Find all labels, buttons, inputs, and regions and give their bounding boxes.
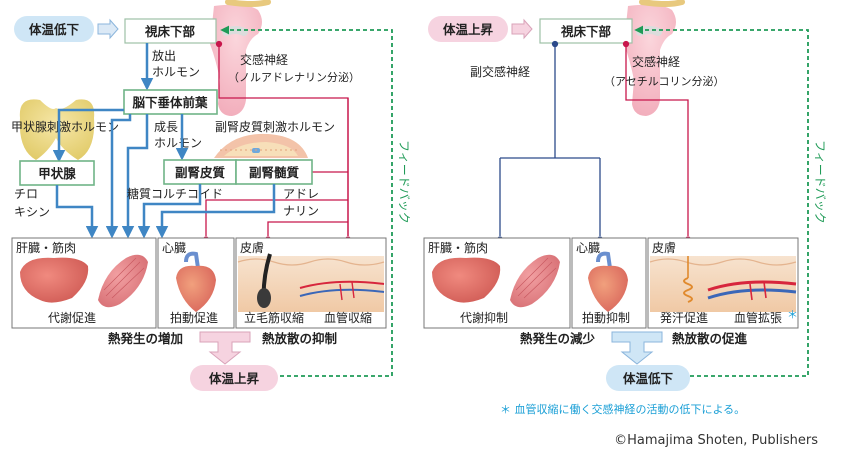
left-adrenaline-label-1: アドレ bbox=[283, 187, 319, 201]
left-tsh-label: 甲状腺刺激ホルモン bbox=[11, 120, 119, 134]
right-result-pill bbox=[606, 365, 690, 391]
left-result-label: 体温上昇 bbox=[209, 371, 260, 386]
left-adrenal-illustration bbox=[214, 133, 308, 158]
left-adrenal-cortex-label: 副腎皮質 bbox=[175, 165, 226, 180]
right-hypothalamus-label: 視床下部 bbox=[560, 24, 612, 39]
left-skin-title: 皮膚 bbox=[240, 240, 264, 255]
right-parasympathetic-label: 副交感神経 bbox=[470, 64, 530, 79]
left-piloerector-label: 立毛筋収縮 bbox=[244, 310, 304, 325]
right-metabolism-label: 代謝抑制 bbox=[460, 310, 508, 325]
left-glucocorticoid-arrow bbox=[137, 184, 202, 239]
left-tsh-arrow bbox=[52, 108, 124, 163]
right-vasodilation-asterisk: ＊ bbox=[787, 308, 798, 321]
right-liver-icon bbox=[432, 257, 501, 303]
right-muscle-fibers bbox=[515, 257, 557, 299]
left-trigger-arrow bbox=[97, 18, 119, 40]
left-feedback-label: フィードバック bbox=[397, 140, 411, 224]
left-liver-icon bbox=[20, 257, 89, 303]
left-result-pill bbox=[190, 365, 278, 391]
left-glucocorticoid-label: 糖質コルチコイド bbox=[127, 186, 223, 201]
right-sympathetic-label-1: 交感神経 bbox=[632, 54, 680, 69]
right-sweating-label: 発汗促進 bbox=[660, 311, 708, 325]
left-adrenaline-arrow bbox=[155, 184, 276, 239]
left-release-hormone-label-1: 放出 bbox=[152, 48, 176, 63]
left-thyroxine-label-2: キシン bbox=[14, 205, 50, 219]
right-sympathetic-label-2: （アセチルコリン分泌） bbox=[604, 75, 725, 88]
left-skin-illustration bbox=[237, 253, 385, 312]
right-trigger-pill bbox=[428, 16, 508, 42]
left-pituitary-box bbox=[123, 89, 218, 115]
left-thyroid-box bbox=[19, 160, 95, 186]
right-hypothalamus-box bbox=[539, 18, 633, 44]
left-hypothalamus-label: 視床下部 bbox=[144, 24, 196, 39]
right-feedback-label: フィードバック bbox=[813, 140, 827, 224]
left-acth-label: 副腎皮質刺激ホルモン bbox=[215, 119, 335, 134]
left-gh-label-2: ホルモン bbox=[154, 136, 202, 150]
left-metabolism-label: 代謝促進 bbox=[48, 310, 96, 325]
left-heartbeat-label: 拍動促進 bbox=[170, 310, 218, 325]
left-adrenal-cortex-box bbox=[163, 159, 237, 185]
right-feedback-line bbox=[634, 25, 809, 377]
left-trigger-label: 体温低下 bbox=[29, 22, 80, 37]
left-vasoconstriction-label: 血管収縮 bbox=[324, 310, 372, 325]
left-pituitary-label: 脳下垂体前葉 bbox=[132, 95, 208, 110]
left-heart-icon bbox=[176, 251, 216, 312]
left-gh-arrow bbox=[121, 114, 149, 239]
right-heartbeat-label: 拍動抑制 bbox=[582, 310, 630, 325]
right-skin-title: 皮膚 bbox=[652, 240, 676, 255]
right-heat-dissipation-label: 熱放散の促進 bbox=[672, 331, 748, 346]
right-merge-arrow bbox=[611, 331, 663, 365]
right-heat-production-label: 熱発生の減少 bbox=[520, 331, 596, 346]
left-muscle-icon bbox=[98, 254, 148, 308]
footnote: ＊ 血管収縮に働く交感神経の活動の低下による。 bbox=[500, 402, 745, 416]
right-trigger-arrow bbox=[511, 18, 533, 40]
left-thyroid-illustration bbox=[19, 99, 95, 160]
right-parasympathetic-nerve bbox=[495, 40, 605, 242]
left-thyroid-label: 甲状腺 bbox=[38, 166, 76, 181]
right-heart-icon bbox=[588, 251, 628, 312]
left-adrenaline-label-2: ナリン bbox=[283, 204, 319, 218]
right-result-label: 体温低下 bbox=[623, 371, 674, 386]
left-heat-dissipation-label: 熱放散の抑制 bbox=[262, 331, 337, 346]
left-adrenal-medulla-label: 副腎髄質 bbox=[249, 165, 300, 180]
left-merge-arrow bbox=[199, 331, 251, 365]
left-gh-label-1: 成長 bbox=[154, 120, 178, 134]
left-muscle-fibers bbox=[103, 257, 145, 299]
left-trigger-pill bbox=[14, 16, 94, 42]
left-heat-production-label: 熱発生の増加 bbox=[108, 331, 183, 346]
left-sympathetic-label-1: 交感神経 bbox=[240, 52, 288, 67]
left-gh-arrow-2 bbox=[105, 114, 132, 239]
left-thyroxine-arrow bbox=[55, 185, 99, 239]
right-trigger-label: 体温上昇 bbox=[443, 22, 494, 37]
right-skin-illustration bbox=[649, 256, 797, 312]
right-vasodilation-label: 血管拡張 bbox=[734, 310, 782, 325]
right-liver-muscle-title: 肝臓・筋肉 bbox=[428, 240, 488, 255]
left-liver-muscle-title: 肝臓・筋肉 bbox=[16, 240, 76, 255]
left-sympathetic-nerve bbox=[205, 40, 349, 236]
left-feedback-line bbox=[220, 25, 393, 377]
copyright: ©Hamajima Shoten, Publishers bbox=[614, 433, 818, 448]
left-release-hormone-label-2: ホルモン bbox=[152, 65, 200, 79]
right-heart-title: 心臓 bbox=[576, 241, 600, 255]
right-muscle-icon bbox=[510, 254, 560, 308]
left-thyroxine-label-1: チロ bbox=[14, 187, 38, 201]
left-hypothalamus-box bbox=[124, 18, 217, 44]
left-heart-title: 心臓 bbox=[162, 241, 186, 255]
left-sympathetic-label-2: （ノルアドレナリン分泌） bbox=[228, 71, 360, 84]
